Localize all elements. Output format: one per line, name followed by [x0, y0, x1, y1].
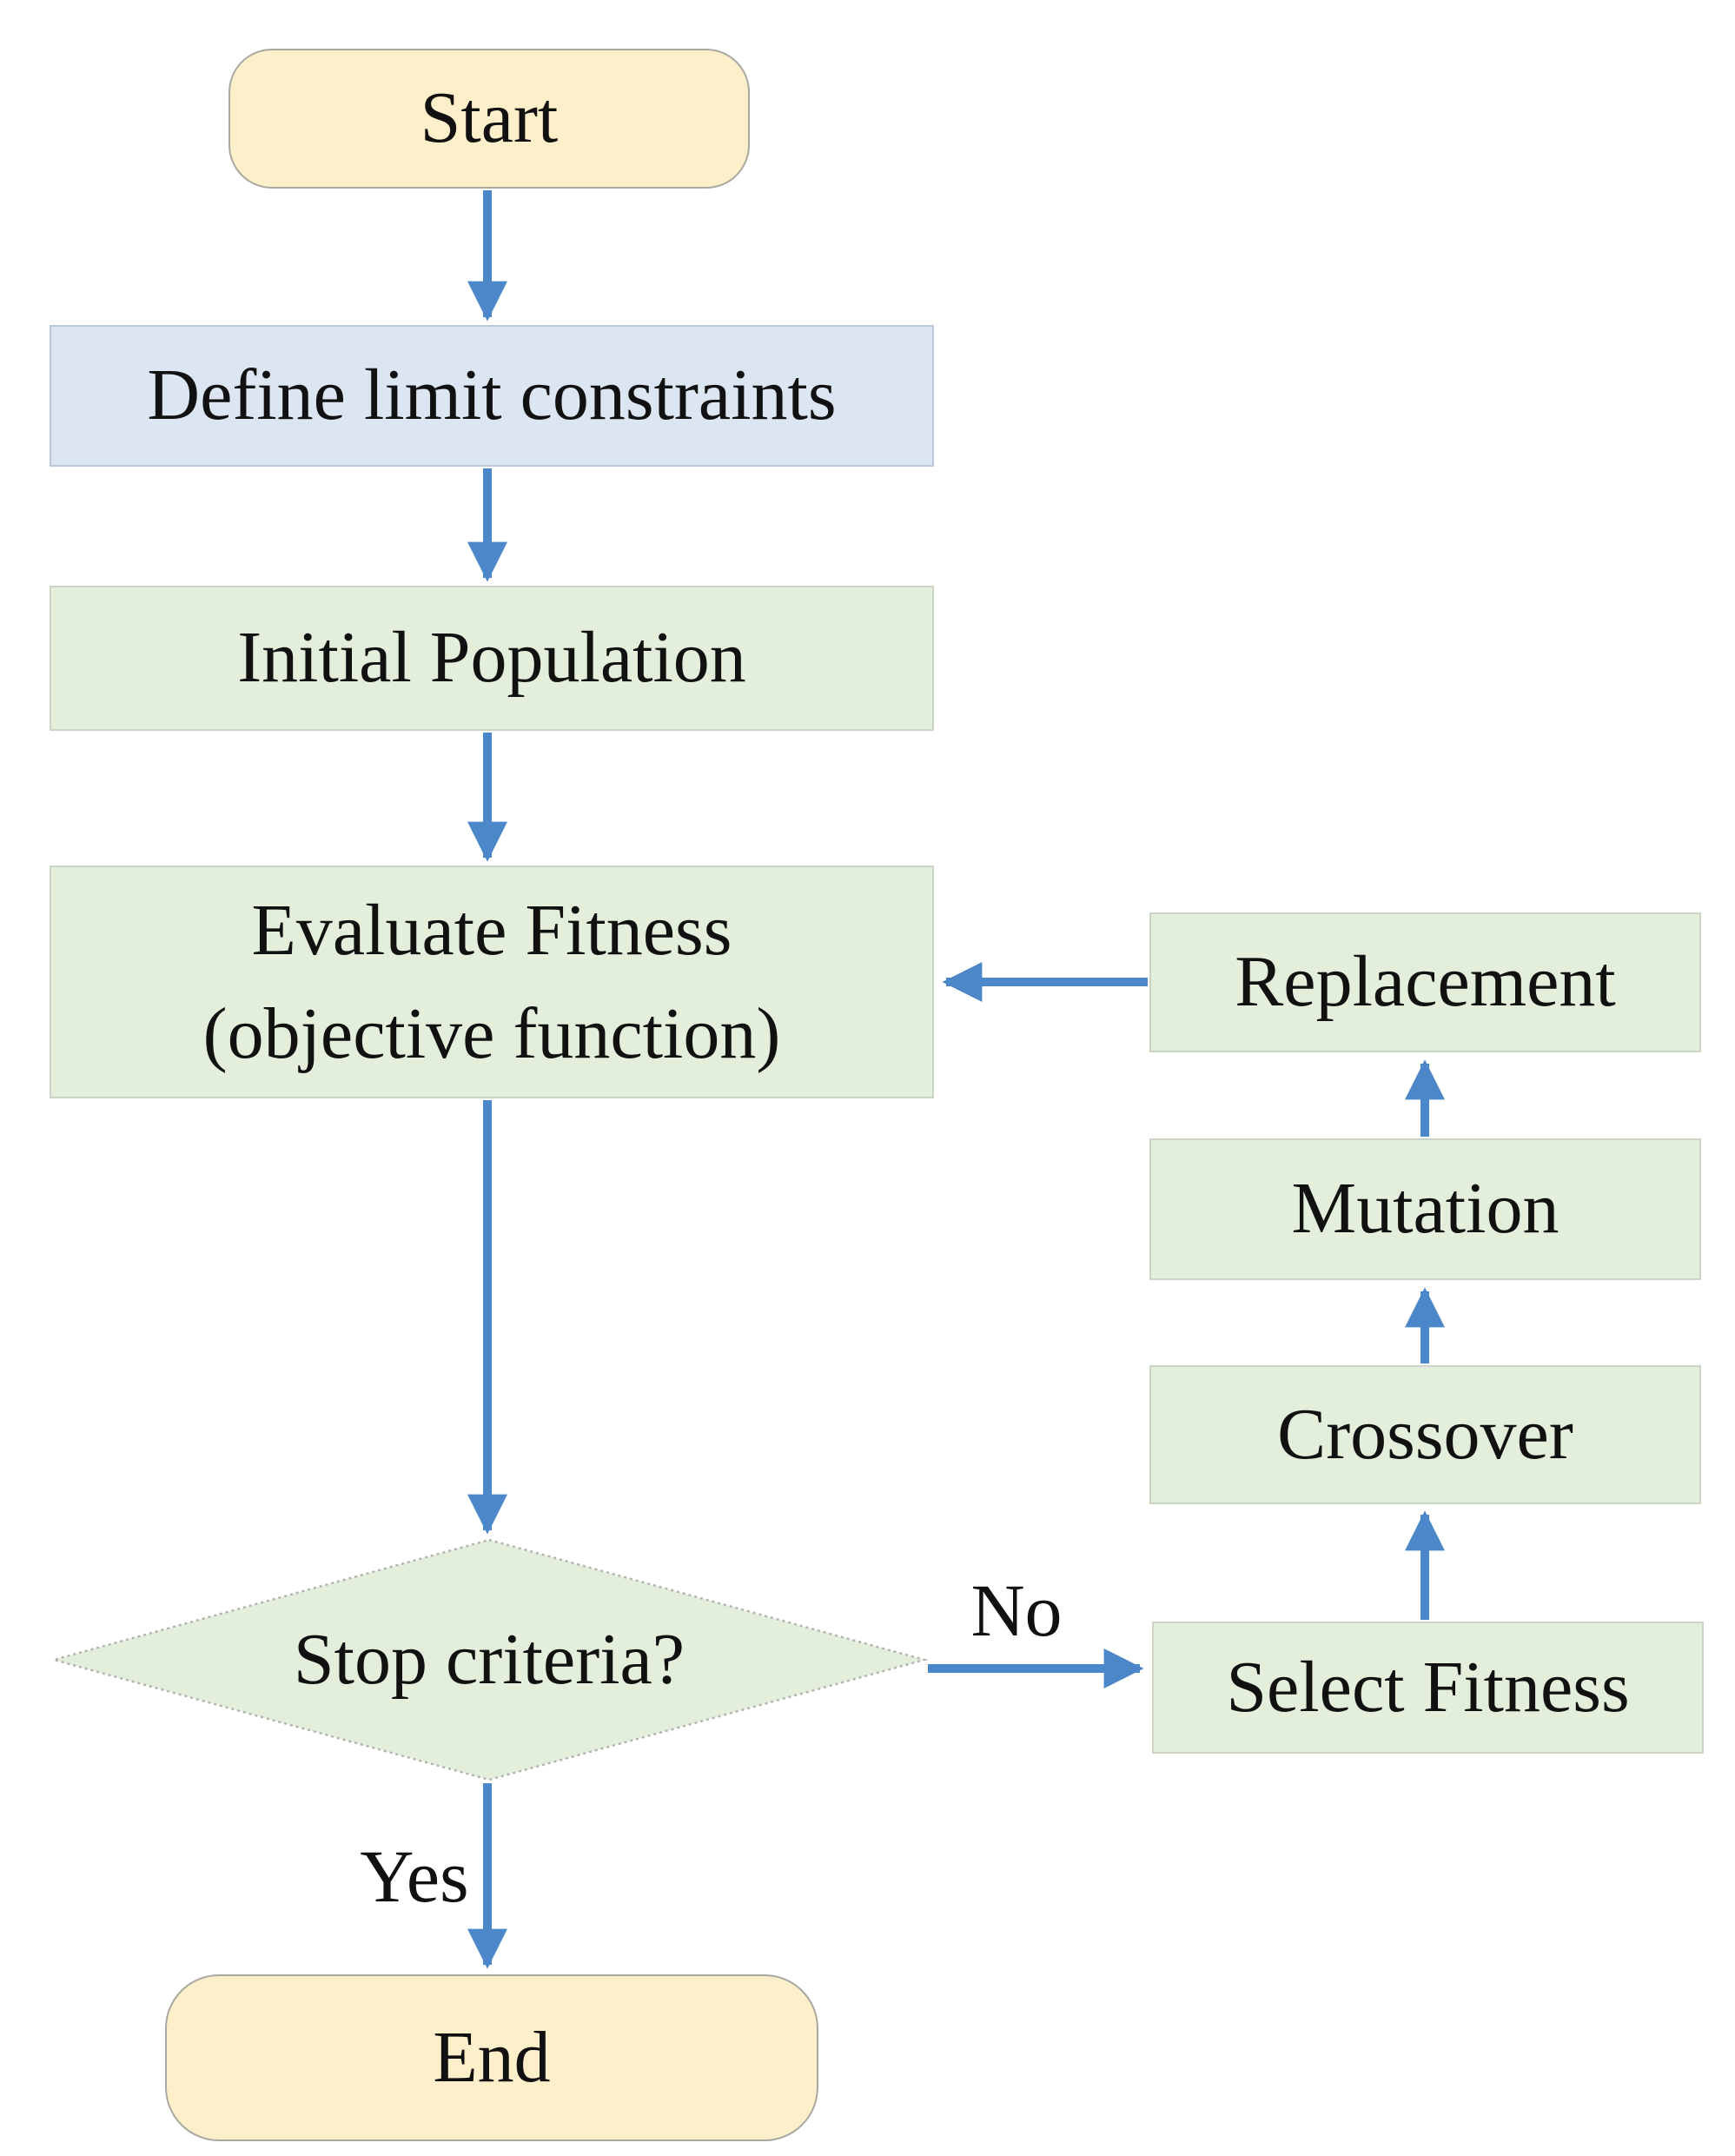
- node-mutation: Mutation: [1149, 1138, 1701, 1280]
- node-crossover-label: Crossover: [1277, 1393, 1573, 1475]
- node-stop-criteria-label: Stop criteria?: [293, 1618, 685, 1700]
- node-evaluate-fitness-line2: (objective function): [202, 993, 781, 1074]
- node-replacement: Replacement: [1149, 912, 1701, 1052]
- decision-diamond-shape: [50, 1538, 929, 1781]
- node-end-label: End: [433, 2016, 551, 2098]
- node-crossover: Crossover: [1149, 1365, 1701, 1504]
- edge-label-no: No: [970, 1569, 1063, 1652]
- node-evaluate-fitness: Evaluate Fitness (objective function): [50, 866, 934, 1098]
- node-initial-population-label: Initial Population: [237, 617, 746, 699]
- node-start: Start: [228, 49, 750, 189]
- node-mutation-label: Mutation: [1291, 1168, 1560, 1250]
- node-evaluate-fitness-label: Evaluate Fitness (objective function): [203, 879, 781, 1086]
- node-evaluate-fitness-line1: Evaluate Fitness: [251, 889, 732, 971]
- node-end: End: [165, 1974, 818, 2141]
- node-define-constraints-label: Define limit constraints: [147, 355, 837, 436]
- node-define-constraints: Define limit constraints: [50, 325, 934, 467]
- node-stop-criteria: Stop criteria?: [54, 1540, 924, 1780]
- node-select-fitness: Select Fitness: [1152, 1622, 1704, 1754]
- node-initial-population: Initial Population: [50, 586, 934, 731]
- node-replacement-label: Replacement: [1235, 941, 1616, 1023]
- node-select-fitness-label: Select Fitness: [1226, 1646, 1630, 1728]
- edge-label-yes: Yes: [360, 1834, 469, 1918]
- node-start-label: Start: [420, 77, 559, 159]
